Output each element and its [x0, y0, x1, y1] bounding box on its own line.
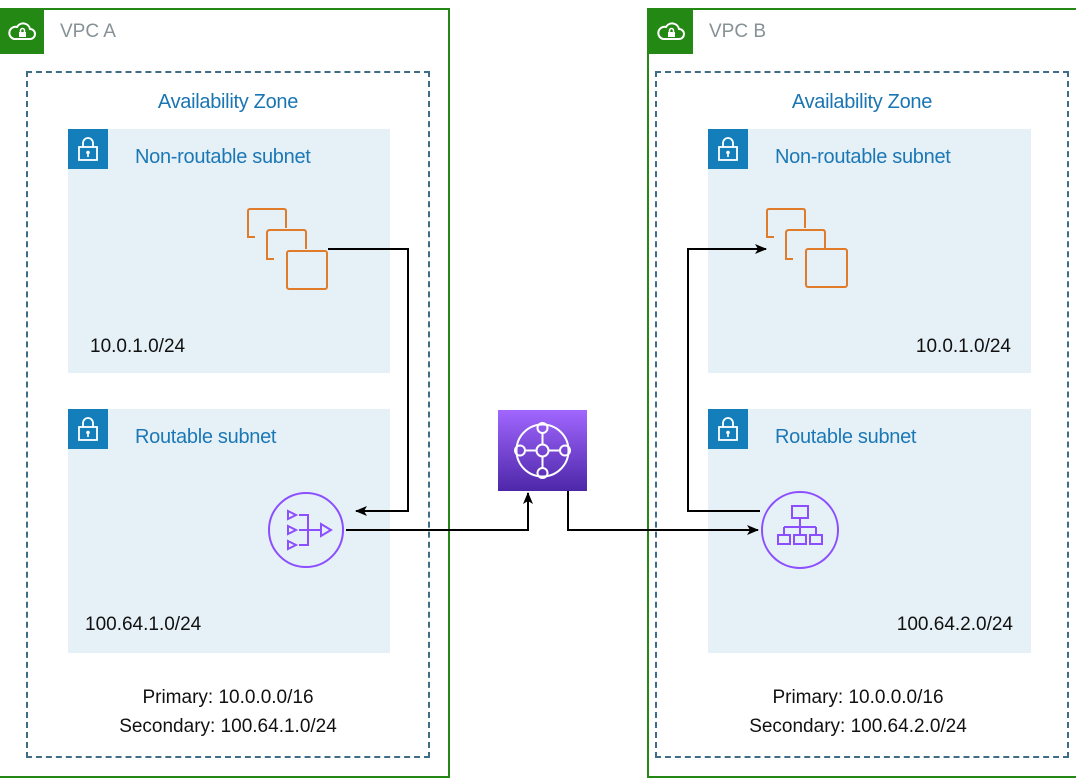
subnet-title: Non-routable subnet [135, 146, 311, 168]
routable-subnet: Routable subnet 100.64.1.0/24 [68, 409, 390, 653]
secondary-cidr: Secondary: 100.64.1.0/24 [119, 716, 337, 737]
subnet-cidr: 10.0.1.0/24 [90, 336, 186, 357]
padlock-icon [68, 129, 108, 169]
cloud-lock-icon [649, 10, 693, 54]
az-title: Availability Zone [157, 91, 299, 113]
padlock-icon [708, 129, 748, 169]
transit-gateway-icon [498, 410, 587, 491]
non-routable-subnet: Non-routable subnet 10.0.1.0/24 [708, 129, 1031, 373]
subnet-cidr: 10.0.1.0/24 [915, 336, 1011, 357]
subnet-title: Non-routable subnet [775, 146, 951, 168]
subnet-cidr: 100.64.2.0/24 [896, 614, 1013, 635]
non-routable-subnet: Non-routable subnet 10.0.1.0/24 [68, 129, 390, 373]
secondary-cidr: Secondary: 100.64.2.0/24 [749, 716, 967, 737]
padlock-icon [708, 409, 748, 449]
vpc-cidr-blocks: Primary: 10.0.0.0/16 Secondary: 100.64.2… [649, 683, 1067, 741]
subnet-title: Routable subnet [135, 426, 277, 448]
padlock-icon [68, 409, 108, 449]
vpc-b: VPC B Availability Zone Non-routable sub… [647, 8, 1076, 778]
vpc-cidr-blocks: Primary: 10.0.0.0/16 Secondary: 100.64.1… [28, 683, 428, 741]
cloud-lock-icon [0, 10, 44, 54]
availability-zone: Availability Zone Non-routable subnet 10… [26, 71, 430, 758]
primary-cidr: Primary: 10.0.0.0/16 [772, 687, 944, 708]
vpc-a: VPC A Availability Zone Non-routable sub… [0, 8, 450, 778]
az-title: Availability Zone [791, 91, 933, 113]
routable-subnet: Routable subnet 100.64.2.0/24 [708, 409, 1031, 653]
subnet-cidr: 100.64.1.0/24 [85, 614, 202, 635]
vpc-title: VPC B [709, 21, 767, 42]
subnet-title: Routable subnet [775, 426, 917, 448]
availability-zone: Availability Zone Non-routable subnet 10… [655, 71, 1069, 758]
vpc-title: VPC A [60, 21, 116, 42]
primary-cidr: Primary: 10.0.0.0/16 [142, 687, 314, 708]
